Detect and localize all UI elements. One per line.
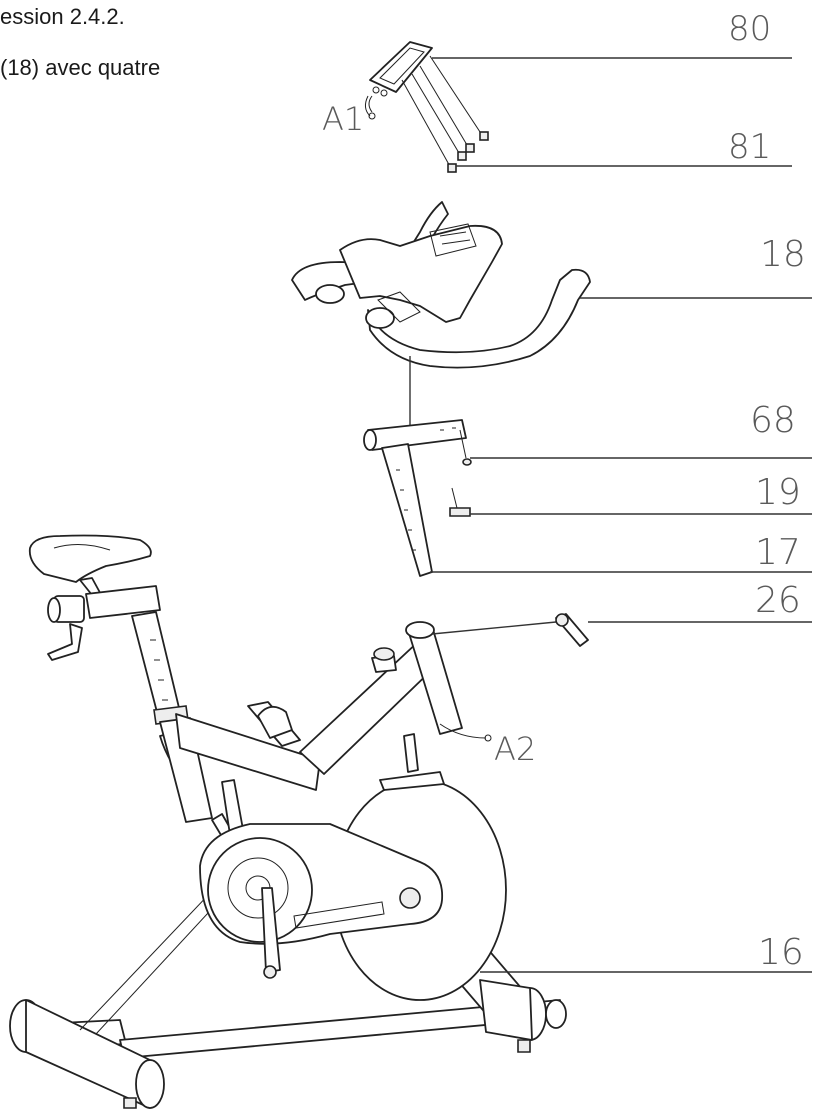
label-a2: A2 bbox=[494, 730, 536, 768]
console-screws-81 bbox=[401, 55, 489, 173]
label-26: 26 bbox=[755, 580, 801, 621]
chain-guard bbox=[199, 823, 443, 979]
label-68: 68 bbox=[750, 400, 796, 441]
frame-part-16 bbox=[9, 621, 567, 1109]
label-18: 18 bbox=[760, 234, 806, 275]
label-19: 19 bbox=[755, 472, 801, 513]
lever-part-26 bbox=[431, 613, 589, 647]
bolt-part-19 bbox=[449, 487, 471, 517]
label-16: 16 bbox=[758, 932, 804, 973]
handlebar-part-18 bbox=[291, 201, 591, 369]
cable-a1 bbox=[364, 95, 376, 120]
label-17: 17 bbox=[755, 532, 801, 573]
pedal bbox=[247, 701, 301, 747]
instruction-line-2: (18) avec quatre bbox=[0, 55, 161, 80]
console-part-80 bbox=[368, 41, 433, 113]
label-a1: A1 bbox=[322, 100, 364, 138]
bolt-part-68 bbox=[459, 429, 472, 466]
instruction-line-1: ession 2.4.2. bbox=[0, 4, 125, 29]
cable-a2 bbox=[439, 723, 492, 742]
label-80: 80 bbox=[728, 9, 771, 49]
label-81: 81 bbox=[728, 127, 771, 167]
seat-slider bbox=[47, 585, 161, 661]
handlebar-post-part-17 bbox=[363, 356, 467, 577]
saddle bbox=[28, 534, 152, 601]
